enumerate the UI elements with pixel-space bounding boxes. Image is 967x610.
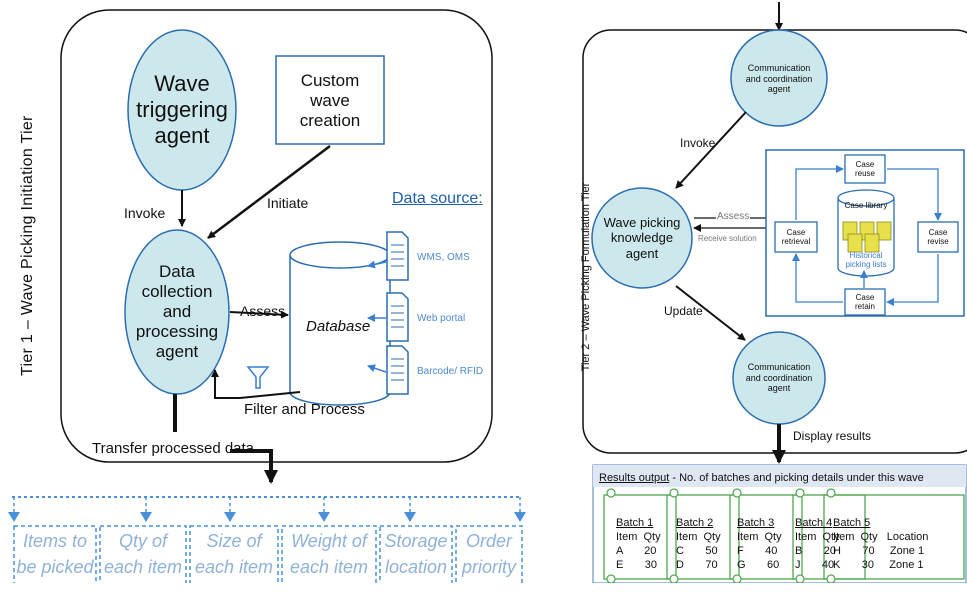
batch-row: J 40 (795, 559, 835, 571)
comm-agent-bottom[interactable]: Communication and coordination agent (745, 362, 813, 394)
data-source-web: Web portal (417, 313, 466, 324)
tier2-label: Tier 2 – Wave Picking Formulation Tier (580, 182, 592, 372)
data-source-barcode: Barcode/ RFID (417, 366, 484, 377)
batch-header: Item Qty (795, 531, 840, 543)
historical-lists: Historical picking lists (845, 250, 887, 269)
batch-row: D 70 (676, 559, 718, 571)
batch-row: K 30 Zone 1 (833, 559, 924, 571)
custom-wave-creation-shape (275, 55, 385, 145)
diagram-canvas (8, 2, 967, 583)
assess-label: Assess (240, 303, 286, 319)
batch-name: Batch 1 (616, 517, 654, 529)
results-title: Results output - No. of batches and pick… (599, 472, 924, 484)
case-reuse-box (844, 154, 886, 184)
batch-name: Batch 4 (795, 517, 833, 529)
batch-2: Batch 2 Item Qty C 50 D 70 (676, 502, 721, 572)
custom-wave-creation[interactable]: Custom wave creation (299, 70, 361, 131)
field-items: Items to be picked (16, 531, 94, 578)
field-size: Size of each item (194, 531, 274, 578)
batch-header: Item Qty (676, 531, 721, 543)
case-reuse: Case reuse (854, 159, 875, 178)
case-retain: Case retain (854, 292, 875, 311)
batch-name: Batch 5 (833, 517, 871, 529)
results-title-underlined: Results output (599, 472, 670, 484)
batch-row: H 70 Zone 1 (833, 545, 925, 557)
case-retrieval-box (774, 221, 818, 253)
batch-1: Batch 1 Item Qty A 20 E 30 (616, 502, 661, 572)
batch-header: Item Qty Location (833, 531, 929, 543)
batch-row: C 50 (676, 545, 718, 557)
case-retrieval: Case retrieval (781, 227, 811, 246)
document-icon (386, 231, 409, 395)
case-library: Case library (844, 201, 888, 211)
display-results-label: Display results (793, 429, 872, 443)
comm-agent-top[interactable]: Communication and coordination agent (745, 63, 813, 95)
comm-agent-top-shape (730, 29, 828, 127)
tier1-label: Tier 1 – Wave Picking Initiation Tier (19, 115, 36, 376)
invoke-label: Invoke (124, 205, 166, 221)
t2-assess-label: Assess (716, 211, 751, 222)
batch-5: Batch 5 Item Qty Location H 70 Zone 1 K … (833, 502, 928, 572)
case-revise: Case revise (927, 227, 949, 246)
database-label: Database (306, 318, 371, 335)
wave-triggering-agent[interactable]: Wave triggering agent (136, 71, 228, 148)
batch-row: G 60 (737, 559, 780, 571)
data-source-title: Data source: (392, 190, 483, 207)
results-title-rest: - No. of batches and picking details und… (669, 472, 924, 484)
database-cylinder (289, 241, 391, 406)
knowledge-agent-shape (591, 187, 693, 289)
case-revise-box (917, 221, 959, 253)
batch-header: Item Qty (737, 531, 782, 543)
receive-solution-label: Receive solution (698, 234, 757, 243)
field-storage: Storage location (384, 531, 448, 578)
t2-update-label: Update (664, 304, 703, 318)
t2-invoke-label: Invoke (680, 136, 716, 150)
field-qty: Qty of each item (103, 531, 183, 578)
batch-name: Batch 2 (676, 517, 714, 529)
batch-row: E 30 (616, 559, 657, 571)
batch-name: Batch 3 (737, 517, 775, 529)
batch-4: Batch 4 Item Qty B 20 J 40 (795, 502, 840, 572)
transfer-data-label: Transfer processed data (92, 440, 255, 457)
data-collection-agent[interactable]: Data collection and processing agent (135, 261, 219, 362)
initiate-label: Initiate (267, 195, 309, 211)
batch-row: F 40 (737, 545, 778, 557)
batch-header: Item Qty (616, 531, 661, 543)
tier1-frame (60, 9, 493, 463)
field-weight: Weight of each item (289, 531, 369, 578)
case-retain-box (844, 288, 886, 316)
field-priority: Order priority (461, 531, 516, 578)
picking-list-icon (842, 221, 892, 253)
field-boxes (13, 525, 523, 583)
filter-funnel-icon (246, 366, 270, 389)
knowledge-agent[interactable]: Wave picking knowledge agent (603, 215, 681, 261)
batch-row: B 20 (795, 545, 836, 557)
data-source-wms: WMS, OMS (417, 252, 470, 263)
filter-process-label: Filter and Process (244, 401, 365, 418)
batch-row: A 20 (616, 545, 657, 557)
batch-3: Batch 3 Item Qty F 40 G 60 (737, 502, 782, 572)
